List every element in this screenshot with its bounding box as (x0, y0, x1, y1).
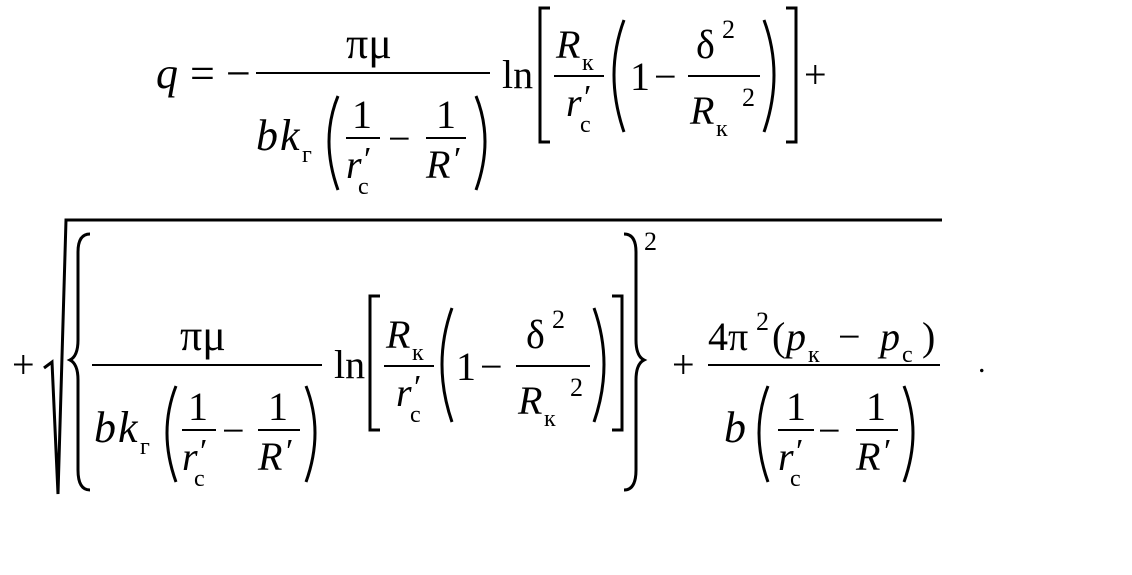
subscript-g: г (140, 434, 150, 460)
prime-mark: ′ (584, 79, 591, 116)
symbol-Rk: R (385, 312, 410, 357)
minus-sign: − (226, 49, 251, 98)
minus-sign: − (388, 116, 411, 161)
subscript-k: к (544, 406, 556, 432)
left-paren (612, 19, 626, 133)
digit-one: 1 (786, 384, 806, 429)
symbol-k: k (118, 403, 139, 452)
prime-mark: ′ (454, 141, 461, 178)
symbol-R: R (855, 434, 880, 479)
prime-mark: ′ (286, 433, 293, 470)
subscript-c: с (790, 466, 801, 492)
minus-sign: − (222, 408, 245, 453)
exponent-two: 2 (570, 373, 583, 402)
numerator-pi-mu: πμ (346, 19, 392, 68)
symbol-b: b (256, 111, 278, 160)
prime-mark: ′ (884, 433, 891, 470)
prime-mark: ′ (364, 141, 371, 178)
symbol-Rk: R (689, 88, 714, 133)
exponent-two: 2 (722, 15, 735, 44)
minus-sign: − (818, 408, 841, 453)
symbol-r: r (182, 434, 198, 479)
left-paren (757, 385, 770, 483)
minus-sign: − (480, 344, 503, 389)
right-paren (762, 19, 776, 133)
open-paren: ( (772, 314, 785, 359)
four-pi: 4π (708, 314, 748, 359)
symbol-r: r (778, 434, 794, 479)
subscript-c: с (902, 342, 913, 368)
left-bracket (368, 294, 380, 432)
symbol-r: r (346, 142, 362, 187)
right-bracket (612, 294, 624, 432)
exponent-two: 2 (644, 227, 657, 256)
left-paren (327, 95, 340, 191)
minus-sign: − (654, 54, 677, 99)
symbol-R: R (425, 142, 450, 187)
subscript-k: к (412, 340, 424, 366)
digit-one: 1 (352, 92, 372, 137)
symbol-b: b (724, 403, 746, 452)
symbol-b: b (94, 403, 116, 452)
symbol-p: p (877, 314, 900, 359)
minus-sign: − (838, 314, 861, 359)
digit-one: 1 (866, 384, 886, 429)
symbol-rc: r (396, 370, 412, 415)
prime-mark: ′ (200, 433, 207, 470)
right-bracket (786, 6, 798, 144)
subscript-c: с (358, 174, 369, 200)
digit-one: 1 (188, 384, 208, 429)
ln-function: ln (502, 52, 533, 97)
left-bracket (538, 6, 550, 144)
digit-one: 1 (456, 344, 476, 389)
formula-line-2: + πμ b k г 1 r ′ с − 1 R ′ ln R к r ′ с … (12, 218, 986, 495)
subscript-c: с (410, 402, 421, 428)
exponent-two: 2 (552, 305, 565, 334)
period: . (978, 346, 986, 379)
subscript-c: с (580, 112, 591, 138)
ln-function: ln (334, 342, 365, 387)
radical-sign (43, 218, 942, 495)
symbol-delta: δ (526, 312, 545, 357)
symbol-k: k (280, 111, 301, 160)
close-paren: ) (922, 314, 935, 359)
plus-sign: + (804, 52, 827, 97)
prime-mark: ′ (414, 369, 421, 406)
exponent-two: 2 (742, 83, 755, 112)
left-paren (440, 307, 454, 423)
exponent-two: 2 (756, 307, 769, 336)
subscript-g: г (302, 142, 312, 168)
symbol-Rk: R (517, 378, 542, 423)
digit-one: 1 (268, 384, 288, 429)
subscript-k: к (808, 342, 820, 368)
subscript-k: к (582, 50, 594, 76)
symbol-rc: r (566, 80, 582, 125)
subscript-c: с (194, 466, 205, 492)
symbol-Rk: R (555, 22, 580, 67)
numerator-pi-mu: πμ (180, 311, 226, 360)
formula-line-1: q = − πμ b k г 1 r ′ с − 1 R ′ ln R к r … (156, 6, 827, 200)
symbol-p: p (783, 314, 806, 359)
symbol-R: R (257, 434, 282, 479)
equals-sign: = (190, 49, 215, 98)
right-paren (474, 95, 487, 191)
digit-one: 1 (630, 54, 650, 99)
left-paren (165, 385, 178, 483)
digit-one: 1 (436, 92, 456, 137)
left-brace (66, 232, 91, 492)
right-paren (902, 385, 915, 483)
plus-sign: + (672, 342, 695, 387)
symbol-delta: δ (696, 22, 715, 67)
plus-sign: + (12, 342, 35, 387)
prime-mark: ′ (796, 433, 803, 470)
subscript-k: к (716, 116, 728, 142)
symbol-q: q (156, 49, 178, 98)
right-paren (304, 385, 317, 483)
right-brace (623, 232, 648, 492)
right-paren (592, 307, 606, 423)
